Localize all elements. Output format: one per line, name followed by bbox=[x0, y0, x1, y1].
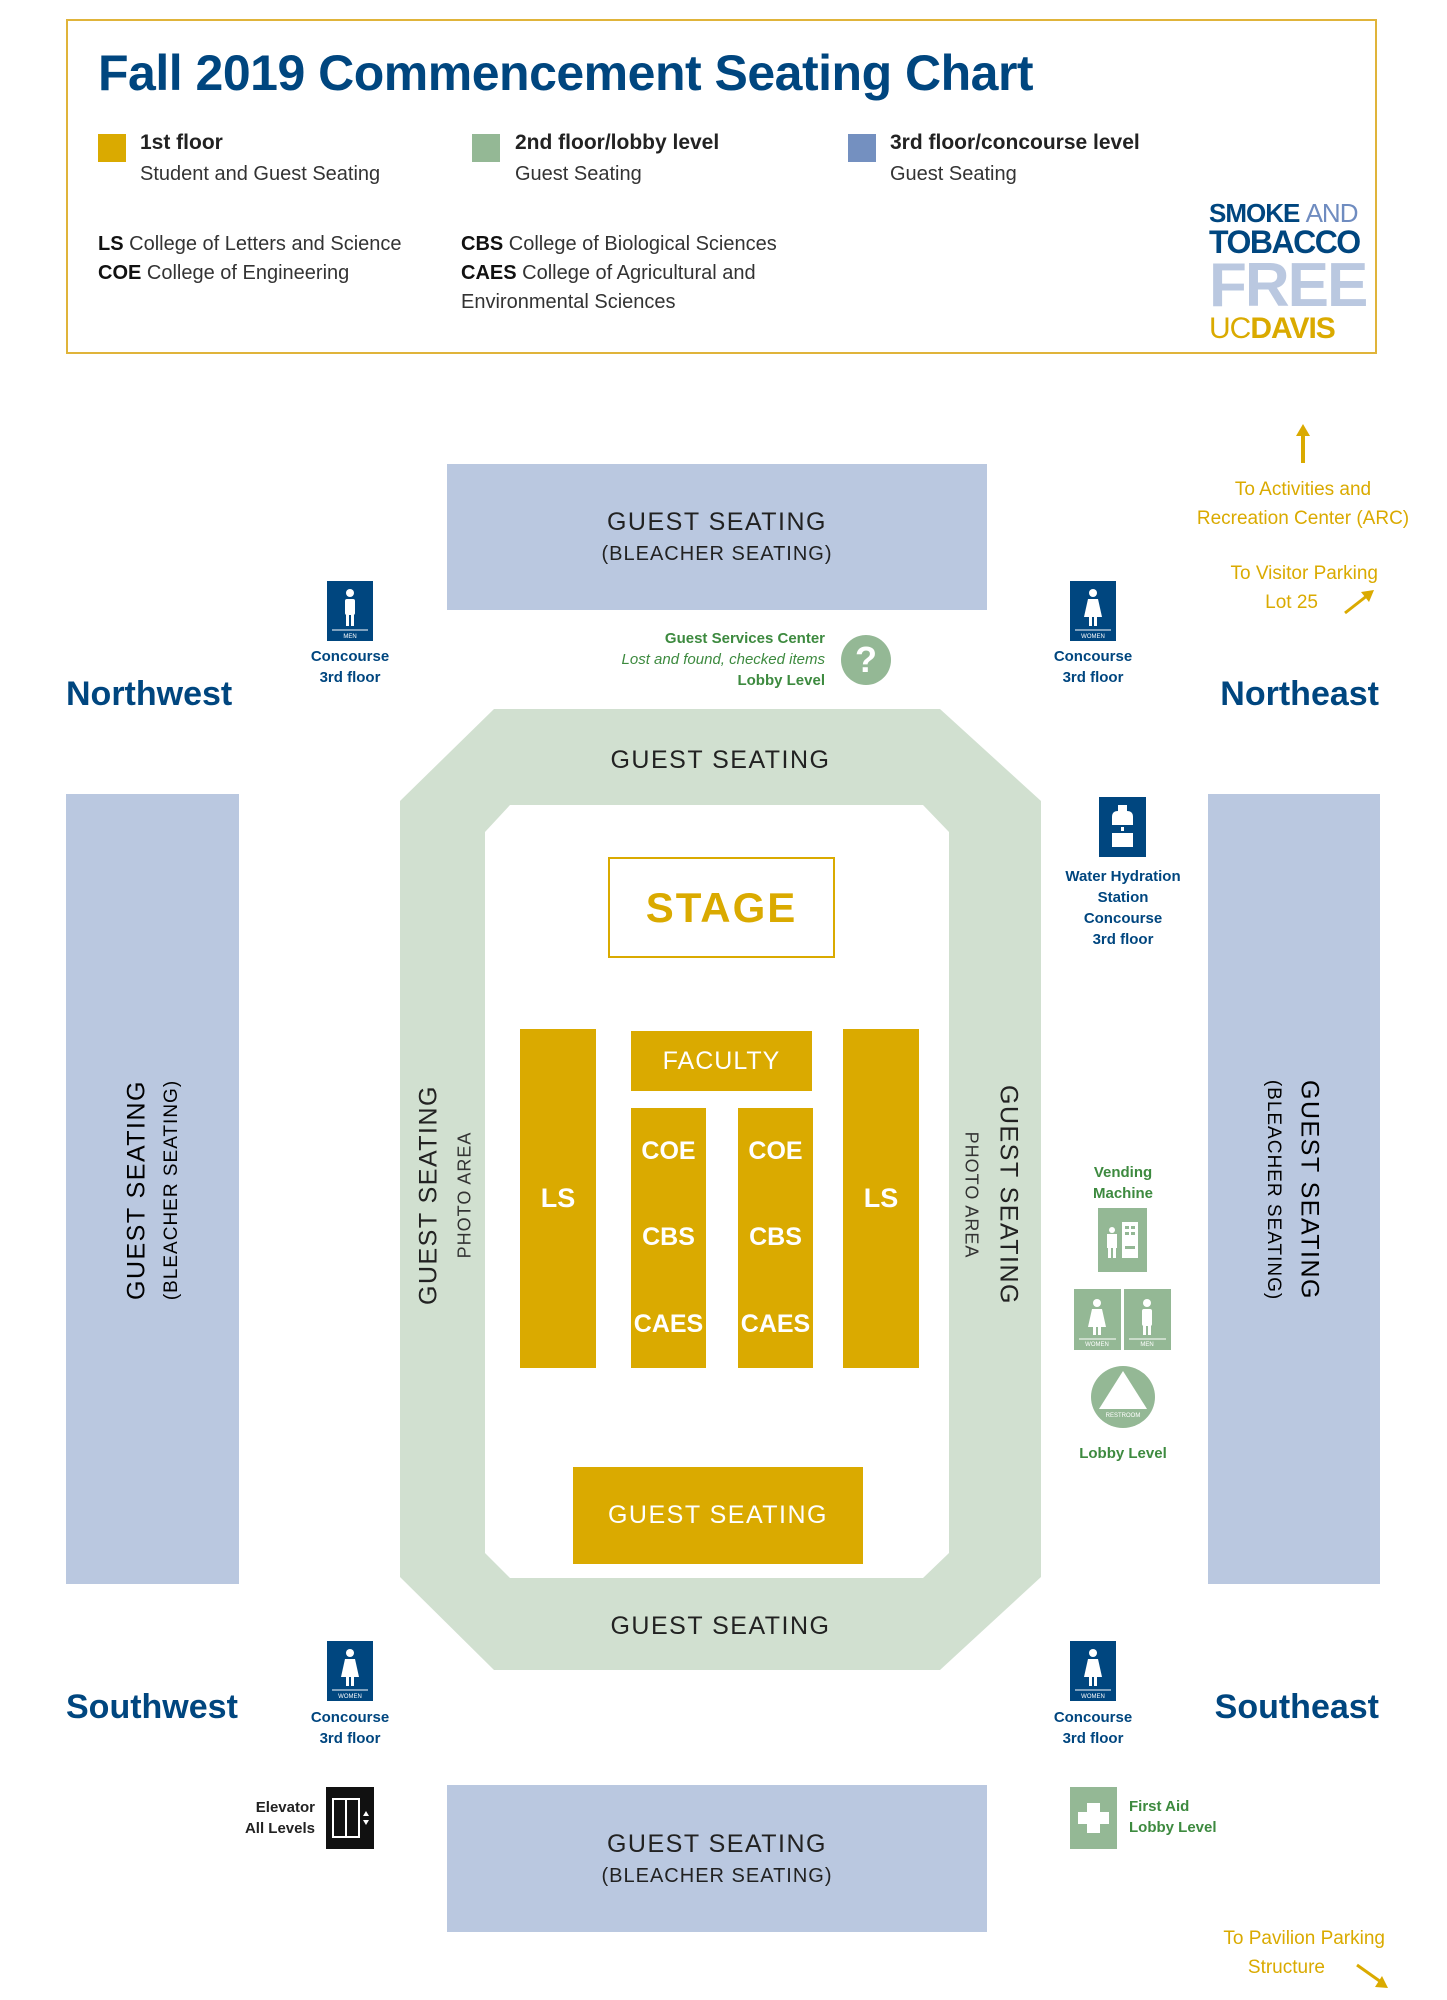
lobby-level-label: Lobby Level bbox=[1079, 1445, 1167, 1462]
first-aid-icon bbox=[1070, 1787, 1117, 1849]
elevator-icon bbox=[326, 1787, 374, 1849]
seat-block-colleges-east: COE CBS CAES bbox=[738, 1108, 813, 1368]
label-coe: COE bbox=[641, 1136, 696, 1165]
seat-block-colleges-west: COE CBS CAES bbox=[631, 1108, 706, 1368]
green-seating-east: GUEST SEATING bbox=[994, 1084, 1023, 1306]
arrow-up-icon bbox=[1296, 424, 1310, 463]
arrow-up-right-icon bbox=[1344, 590, 1374, 615]
women-restroom-icon-ne: WOMEN bbox=[1070, 581, 1116, 641]
bleacher-south: GUEST SEATING (BLEACHER SEATING) bbox=[447, 1785, 987, 1932]
smoke-free-logo: SMOKE AND TOBACCO FREE UCDAVIS bbox=[1209, 198, 1368, 345]
water-bottle-icon bbox=[1099, 797, 1146, 857]
green-seating-north: GUEST SEATING bbox=[610, 746, 831, 774]
legend-label-1st-floor: 1st floor bbox=[140, 131, 223, 154]
label-cbs: CBS bbox=[642, 1223, 695, 1252]
compass-southwest: Southwest bbox=[66, 1688, 238, 1726]
compass-northwest: Northwest bbox=[66, 675, 233, 713]
legend-sub-2nd-floor: Guest Seating bbox=[515, 163, 642, 185]
legend-swatch-3rd-floor bbox=[848, 134, 876, 162]
legend-box bbox=[66, 19, 1377, 354]
svg-text:MEN: MEN bbox=[343, 634, 356, 640]
bleacher-label: GUEST SEATING bbox=[606, 508, 827, 536]
label-caes: CAES bbox=[633, 1310, 704, 1339]
bleacher-north: GUEST SEATING (BLEACHER SEATING) bbox=[447, 464, 987, 610]
question-icon: ? bbox=[841, 635, 891, 685]
green-seating-south: GUEST SEATING bbox=[610, 1612, 831, 1640]
svg-text:RESTROOM: RESTROOM bbox=[1106, 1413, 1141, 1419]
men-restroom-icon-nw: MEN bbox=[327, 581, 373, 641]
legend-label-2nd-floor: 2nd floor/lobby level bbox=[515, 131, 720, 154]
vending-machine-icon bbox=[1098, 1208, 1147, 1272]
legend-label-3rd-floor: 3rd floor/concourse level bbox=[890, 131, 1140, 154]
legend-swatch-1st-floor bbox=[98, 134, 126, 162]
svg-text:WOMEN: WOMEN bbox=[1085, 1342, 1109, 1348]
bleacher-east bbox=[1208, 794, 1380, 1584]
seat-block-ls-east: LS bbox=[843, 1029, 919, 1368]
page-title: Fall 2019 Commencement Seating Chart bbox=[98, 45, 1034, 101]
college-cbs: CBS College of Biological Sciences bbox=[461, 233, 777, 255]
college-coe: COE College of Engineering bbox=[98, 262, 350, 284]
svg-text:WOMEN: WOMEN bbox=[338, 1694, 362, 1700]
arrow-down-right-icon bbox=[1356, 1963, 1388, 1988]
stage: STAGE bbox=[608, 857, 835, 958]
photo-area-west: PHOTO AREA bbox=[454, 1131, 475, 1259]
bleacher-sublabel: (BLEACHER SEATING) bbox=[601, 543, 833, 565]
green-seating-west: GUEST SEATING bbox=[414, 1084, 443, 1306]
restroom-triangle-icon: RESTROOM bbox=[1091, 1365, 1155, 1429]
compass-northeast: Northeast bbox=[1220, 675, 1379, 713]
college-ls: LS College of Letters and Science bbox=[98, 233, 402, 255]
legend-sub-3rd-floor: Guest Seating bbox=[890, 163, 1017, 185]
compass-southeast: Southeast bbox=[1214, 1688, 1379, 1726]
seat-block-guest-floor: GUEST SEATING bbox=[573, 1467, 863, 1564]
label-coe: COE bbox=[748, 1136, 803, 1165]
svg-text:WOMEN: WOMEN bbox=[1081, 1694, 1105, 1700]
seat-block-ls-west: LS bbox=[520, 1029, 596, 1368]
photo-area-east: PHOTO AREA bbox=[961, 1131, 982, 1259]
bleacher-sublabel: (BLEACHER SEATING) bbox=[601, 1864, 833, 1887]
bleacher-west bbox=[66, 794, 239, 1584]
svg-text:WOMEN: WOMEN bbox=[1081, 634, 1105, 640]
legend-swatch-2nd-floor bbox=[472, 134, 500, 162]
women-restroom-icon-se: WOMEN bbox=[1070, 1641, 1116, 1701]
svg-text:MEN: MEN bbox=[1140, 1342, 1153, 1348]
men-restroom-icon-lobby: MEN bbox=[1124, 1289, 1171, 1350]
seat-block-faculty: FACULTY bbox=[631, 1031, 812, 1091]
label-caes: CAES bbox=[740, 1310, 811, 1339]
women-restroom-icon-lobby: WOMEN bbox=[1074, 1289, 1121, 1350]
women-restroom-icon-sw: WOMEN bbox=[327, 1641, 373, 1701]
legend-sub-1st-floor: Student and Guest Seating bbox=[140, 163, 381, 185]
guest-services-label: Guest Services Center Lost and found, ch… bbox=[621, 630, 825, 689]
label-cbs: CBS bbox=[749, 1223, 802, 1252]
bleacher-label: GUEST SEATING bbox=[606, 1829, 827, 1858]
